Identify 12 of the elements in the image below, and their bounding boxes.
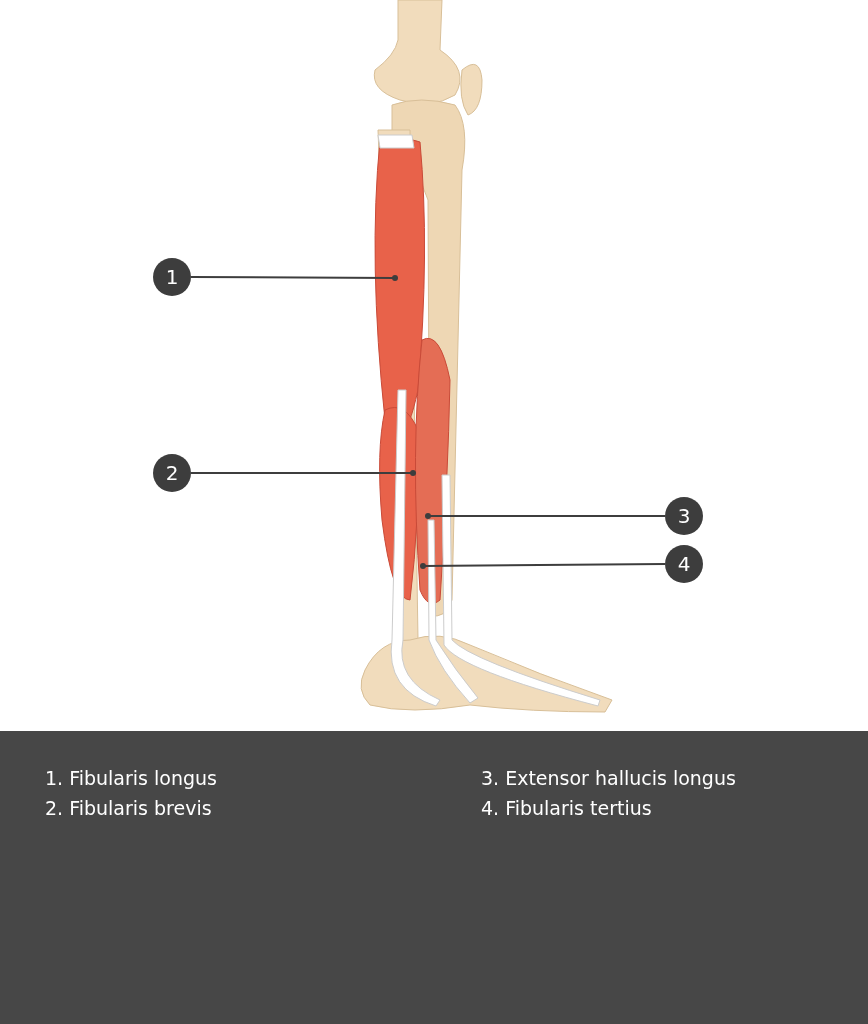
callout-number: 1 (153, 258, 191, 296)
legend-text: 2. Fibularis brevis (45, 797, 212, 819)
leader-line (190, 470, 416, 476)
leader-line (190, 275, 398, 281)
legend-text: 4. Fibularis tertius (481, 797, 652, 819)
legend-text: 3. Extensor hallucis longus (481, 767, 736, 789)
callout-number: 2 (153, 454, 191, 492)
callout-number: 3 (665, 497, 703, 535)
callout-number: 4 (665, 545, 703, 583)
leader-line (425, 513, 666, 519)
legend-text: 1. Fibularis longus (45, 767, 217, 789)
leader-line (420, 563, 666, 569)
